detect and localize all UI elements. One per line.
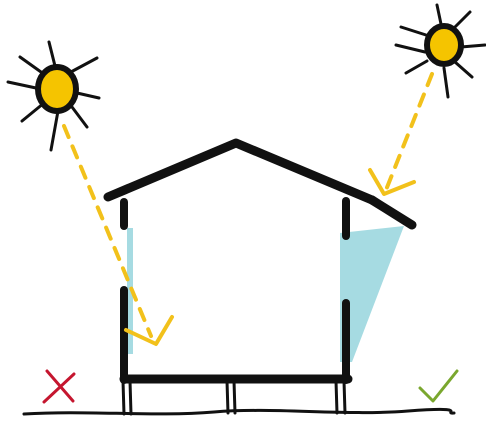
cross-icon xyxy=(42,369,76,404)
house-stilts xyxy=(121,379,347,416)
roof xyxy=(103,138,377,205)
right-ray-arrowhead xyxy=(368,168,416,196)
right-sun-ray xyxy=(368,72,434,196)
left-sun-icon xyxy=(6,40,101,152)
house-outline xyxy=(103,138,417,384)
left-ray-arrowhead xyxy=(124,315,174,346)
roof-overhang xyxy=(367,195,417,230)
left-window-glazing xyxy=(127,228,133,354)
right-window-shade xyxy=(340,226,404,362)
right-sun-icon xyxy=(394,3,486,99)
ground-line xyxy=(22,407,456,416)
checkmark-icon xyxy=(418,369,459,403)
left-sun-ray xyxy=(62,124,174,346)
